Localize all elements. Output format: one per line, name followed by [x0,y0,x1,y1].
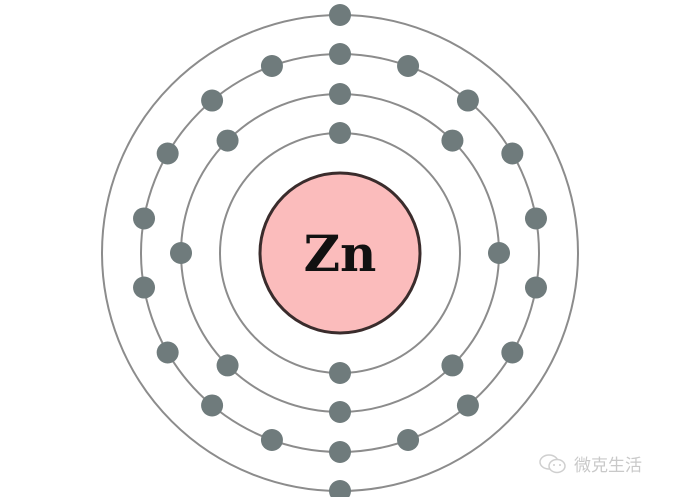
electron-shell-3 [329,441,351,463]
electron-shell-3 [260,428,283,451]
electron-shell-3 [501,341,524,364]
electron-shell-3 [456,394,479,417]
nucleus [258,171,422,335]
electron-shell-3 [524,207,547,230]
electron-shell-2 [170,242,192,264]
electron-shell-2 [441,354,464,377]
electron-shell-1 [329,122,351,144]
watermark-text: 微克生活 [574,456,642,476]
electron-shell-3 [133,207,156,230]
electron-shell-3 [201,89,224,112]
electron-shell-4 [329,480,351,497]
electron-shell-3 [329,43,351,65]
electron-shell-3 [524,276,547,299]
electron-shell-3 [397,55,420,78]
element-symbol: Zn [304,224,377,283]
electron-shell-4 [329,4,351,26]
electron-shell-3 [456,89,479,112]
watermark: 微克生活 [538,451,642,476]
electron-shell-2 [329,401,351,423]
wechat-icon [539,453,566,473]
electron-shell-3 [156,142,179,165]
electron-shell-3 [260,55,283,78]
electron-shell-1 [329,362,351,384]
electron-shell-3 [501,142,524,165]
electron-shell-3 [397,428,420,451]
electron-shell-2 [329,83,351,105]
electron-shell-2 [216,354,239,377]
electron-shell-2 [441,129,464,152]
electron-shell-2 [216,129,239,152]
electron-shell-2 [488,242,510,264]
electron-shell-3 [156,341,179,364]
electron-shell-3 [201,394,224,417]
electron-shell-3 [133,276,156,299]
